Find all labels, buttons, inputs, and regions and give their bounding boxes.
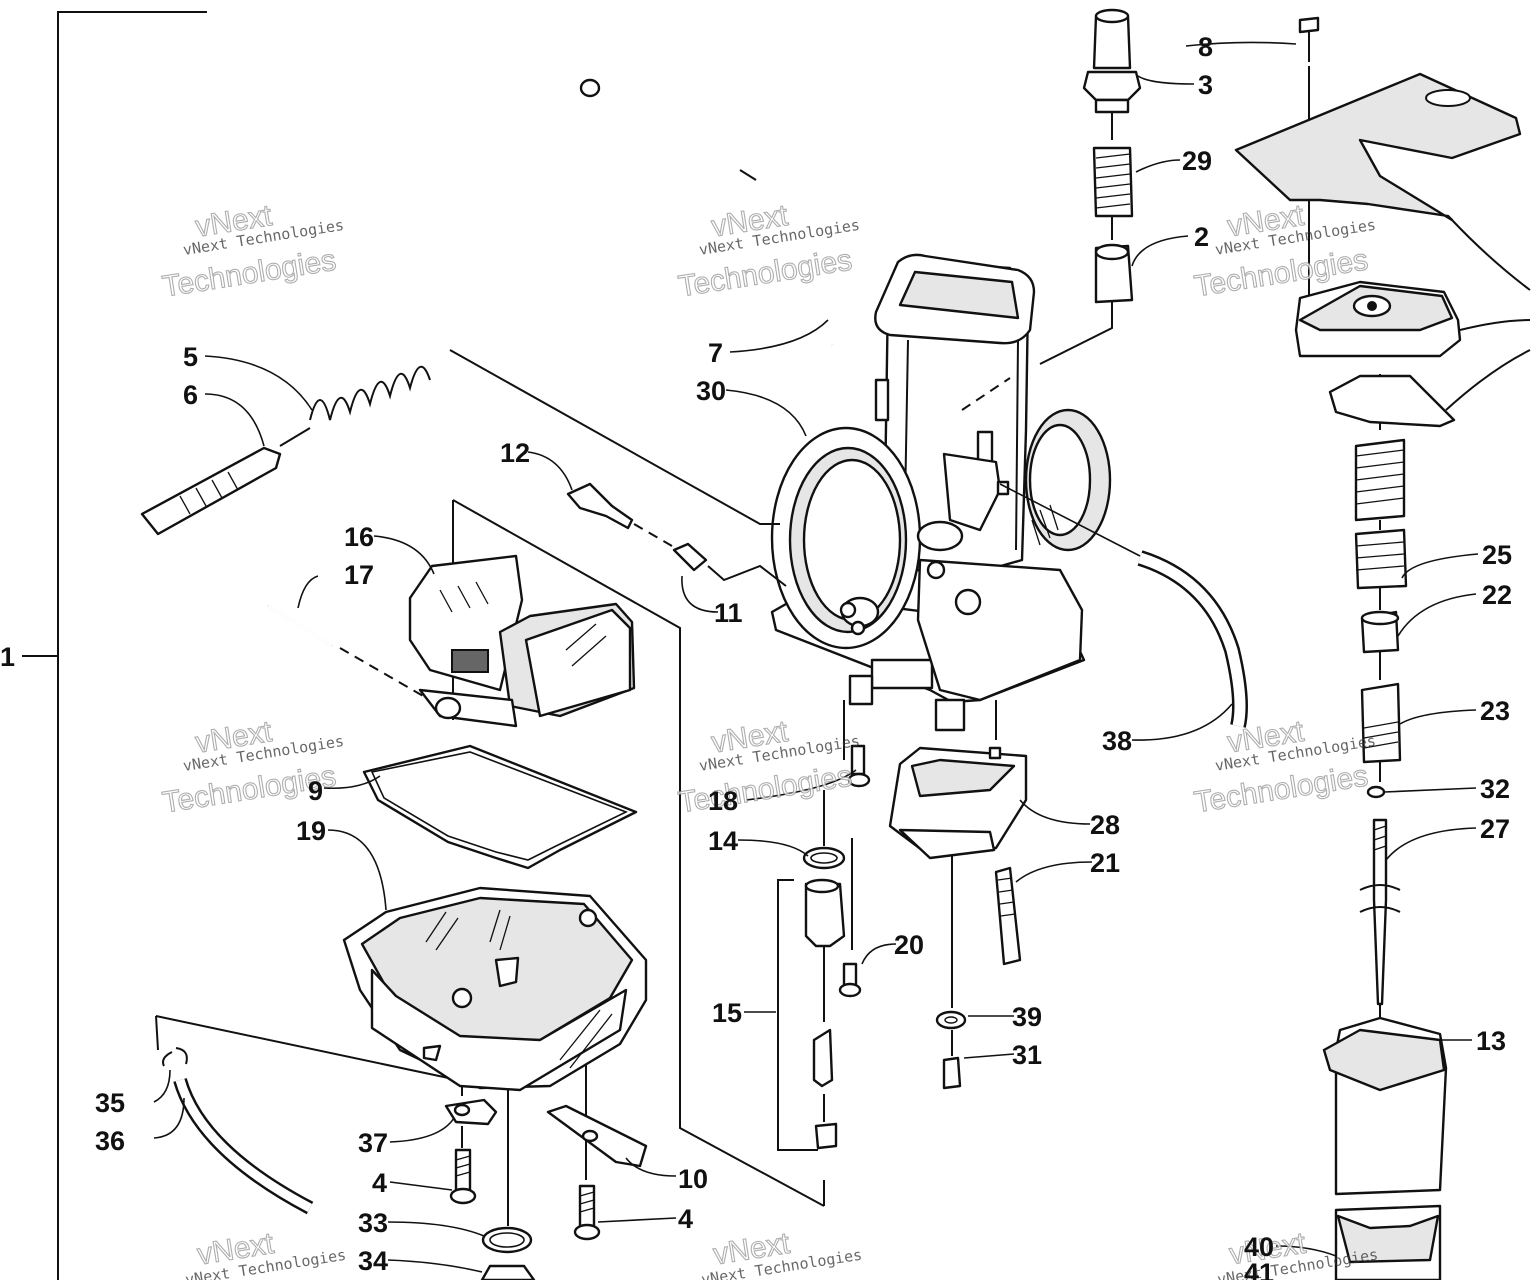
callout-18: 18 bbox=[708, 786, 738, 816]
callout-19: 19 bbox=[296, 816, 326, 846]
vent-hose bbox=[579, 78, 838, 347]
callout-4-right: 4 bbox=[678, 1204, 693, 1234]
assembly-bracket bbox=[22, 11, 207, 1280]
carburetor-body bbox=[770, 253, 1112, 732]
callout-3: 3 bbox=[1198, 70, 1213, 100]
callout-11: 11 bbox=[714, 598, 743, 628]
idle-screw-assembly bbox=[566, 482, 787, 587]
callout-9: 9 bbox=[308, 776, 323, 806]
callout-14: 14 bbox=[708, 826, 738, 856]
callout-30: 30 bbox=[696, 376, 726, 406]
callout-1: 1 bbox=[0, 642, 15, 672]
callout-37: 37 bbox=[358, 1128, 388, 1158]
callout-labels: 1 5 6 7 30 12 11 16 17 9 19 18 14 15 20 … bbox=[0, 32, 1512, 1280]
callout-23: 23 bbox=[1480, 696, 1510, 726]
callout-21: 21 bbox=[1090, 848, 1120, 878]
float-bowl bbox=[342, 886, 648, 1092]
float-bowl-gasket bbox=[362, 744, 638, 870]
callout-32: 32 bbox=[1480, 774, 1510, 804]
watermark-tc: vNext vNext Technologies Technologies bbox=[676, 198, 862, 304]
top-parts bbox=[1082, 8, 1320, 304]
callout-2: 2 bbox=[1194, 222, 1209, 252]
jet-assembly bbox=[888, 746, 1028, 1090]
needle-valve-assembly bbox=[777, 744, 871, 1151]
callout-39: 39 bbox=[1012, 1002, 1042, 1032]
callout-34: 34 bbox=[358, 1246, 388, 1276]
callout-40: 40 bbox=[1244, 1232, 1274, 1262]
callout-35: 35 bbox=[95, 1088, 125, 1118]
callout-leaders bbox=[153, 41, 1479, 1273]
callout-10: 10 bbox=[678, 1164, 708, 1194]
callout-38: 38 bbox=[1102, 726, 1132, 756]
cable-bracket bbox=[1234, 72, 1531, 291]
watermark-bl: vNext vNext Technologies bbox=[184, 1226, 347, 1280]
overflow-hose bbox=[999, 483, 1248, 728]
slide-cap bbox=[1294, 280, 1531, 428]
air-screw-assembly bbox=[140, 349, 780, 536]
leader-lines bbox=[155, 66, 1381, 1226]
bowl-hardware bbox=[444, 1098, 648, 1280]
callout-22: 22 bbox=[1482, 580, 1512, 610]
callout-8: 8 bbox=[1198, 32, 1213, 62]
callout-36: 36 bbox=[95, 1126, 125, 1156]
callout-20: 20 bbox=[894, 930, 924, 960]
watermark-bc: vNext vNext Technologies bbox=[700, 1226, 863, 1280]
callout-25: 25 bbox=[1482, 540, 1512, 570]
callout-33: 33 bbox=[358, 1208, 388, 1238]
slide-spring-assembly bbox=[1354, 438, 1408, 1006]
throttle-slide bbox=[1322, 1016, 1448, 1280]
watermark-tl: vNext vNext Technologies Technologies bbox=[160, 199, 346, 305]
callout-12: 12 bbox=[500, 438, 530, 468]
callout-29: 29 bbox=[1182, 146, 1212, 176]
callout-5: 5 bbox=[183, 342, 198, 372]
callout-4-left: 4 bbox=[372, 1168, 387, 1198]
drain-hose bbox=[162, 1047, 314, 1215]
callout-6: 6 bbox=[183, 380, 198, 410]
callout-13: 13 bbox=[1476, 1026, 1506, 1056]
svg-text:vNext: vNext bbox=[195, 1227, 277, 1272]
callout-7: 7 bbox=[708, 338, 723, 368]
callout-31: 31 bbox=[1012, 1040, 1042, 1070]
watermark-mc: vNext vNext Technologies Technologies bbox=[676, 714, 862, 820]
callout-27: 27 bbox=[1480, 814, 1510, 844]
callout-17: 17 bbox=[344, 560, 374, 590]
callout-28: 28 bbox=[1090, 810, 1120, 840]
callout-15: 15 bbox=[712, 998, 742, 1028]
callout-16: 16 bbox=[344, 522, 374, 552]
float-assembly bbox=[267, 554, 636, 728]
callout-41: 41 bbox=[1244, 1258, 1274, 1280]
